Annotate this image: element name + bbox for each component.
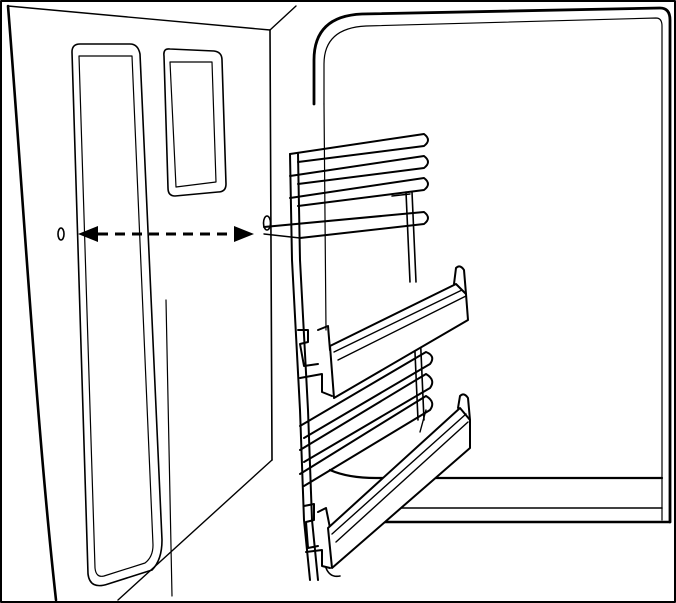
side-wall-lower-strip [165,299,173,597]
rack-upper-bracket [297,325,333,397]
side-wall-back-edge [269,29,273,461]
side-wall-lower-edge [117,459,273,601]
oven-side-wall [6,4,297,602]
side-wall-small-panel [163,48,227,197]
mounting-hole-icon [262,215,272,231]
cavity-rim-outer [312,6,672,524]
side-wall-top-edge [7,5,271,31]
upper-shelf-tray [329,265,469,399]
rack-lower-bracket [303,503,331,569]
double-headed-dashed-arrow-icon [78,226,254,242]
shelf-rack [263,133,471,581]
mounting-hole-icon [57,227,65,241]
side-wall-front-edge [6,4,58,602]
wall-top-to-cavity [269,5,297,31]
rack-lower-rods [299,351,434,487]
oven-cavity [312,6,672,524]
rack-upper-rods [263,133,429,239]
cavity-floor-back [328,468,664,480]
lower-shelf-tray [325,393,471,578]
cavity-left-wall [323,103,327,331]
cavity-rim-inner [323,17,663,521]
side-wall-large-panel [71,43,163,587]
